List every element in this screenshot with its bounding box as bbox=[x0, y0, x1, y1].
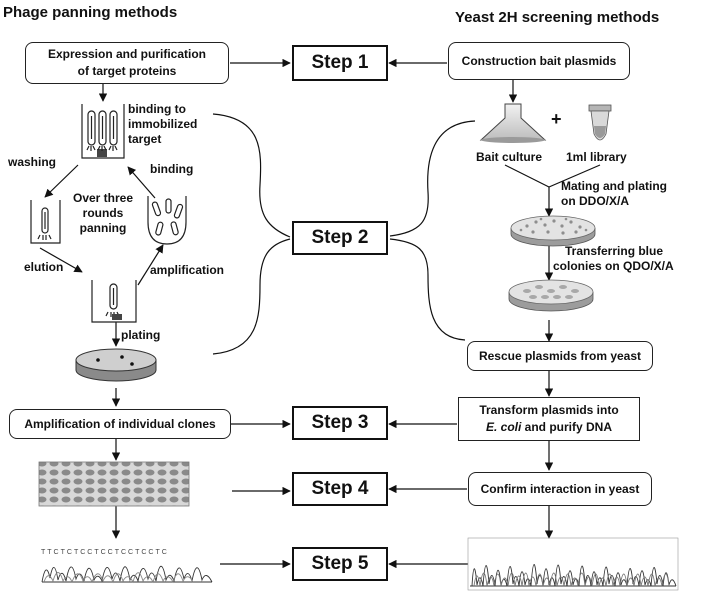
library-tube-icon bbox=[588, 104, 612, 141]
arrow-binding bbox=[127, 166, 156, 199]
elution-label: elution bbox=[24, 260, 64, 274]
bracket-right-top bbox=[389, 120, 476, 237]
amplification-flask-icon bbox=[147, 196, 187, 245]
arrow-washing bbox=[44, 164, 79, 198]
bait-culture-flask-icon bbox=[479, 103, 547, 143]
washing-label: washing bbox=[8, 155, 57, 169]
phage-petri-dish-icon bbox=[75, 348, 157, 382]
ecoli-text: E. coli bbox=[485, 420, 522, 434]
amplification-label: amplification bbox=[150, 263, 225, 277]
transform-rest-text: and purify DNA bbox=[521, 420, 612, 434]
plus-sign: + bbox=[551, 109, 562, 129]
ddo-petri-dish-icon bbox=[510, 215, 596, 247]
transform-plasmids-box: Transform plasmids into E. coli and puri… bbox=[458, 397, 640, 441]
amplify-clones-box: Amplification of individual clones bbox=[9, 409, 231, 439]
mating-line2: on DDO/X/A bbox=[561, 194, 629, 208]
phage-gel-image bbox=[38, 461, 190, 507]
rounds-line1: Over three bbox=[73, 191, 134, 205]
binding-immobilized-line1: binding to bbox=[128, 102, 186, 116]
transform-line2: E. coli and purify DNA bbox=[479, 419, 618, 436]
arrow-amplification bbox=[137, 244, 164, 286]
plating-label: plating bbox=[121, 328, 161, 342]
transfer-line2: colonies on QDO/X/A bbox=[553, 259, 674, 273]
collection-beaker-icon bbox=[91, 280, 137, 323]
bracket-left-top bbox=[212, 113, 291, 238]
transform-line1: Transform plasmids into bbox=[479, 403, 619, 417]
binding-immobilized-line3: target bbox=[128, 132, 162, 146]
sequence-letters: TTCTCTCCTCCTCCTCCTC bbox=[41, 549, 169, 556]
phage-sequencing-trace bbox=[41, 565, 213, 584]
bracket-right-bottom bbox=[389, 238, 466, 341]
step2-box: Step 2 bbox=[292, 221, 388, 255]
yeast-sequencing-trace bbox=[467, 537, 679, 591]
flow-arrows bbox=[39, 58, 601, 569]
binding-immobilized-label: binding to immobilized target bbox=[128, 102, 197, 147]
merge-line-bait bbox=[504, 164, 550, 188]
arrow-elution bbox=[39, 247, 83, 273]
transfer-line1: Transferring blue bbox=[565, 244, 664, 258]
qdo-petri-dish-icon bbox=[508, 279, 594, 312]
mating-line1: Mating and plating bbox=[561, 179, 667, 193]
step3-box: Step 3 bbox=[292, 406, 388, 440]
expression-line1: Expression and purification bbox=[47, 47, 207, 61]
construction-bait-box: Construction bait plasmids bbox=[448, 42, 630, 80]
rounds-line3: panning bbox=[79, 221, 127, 235]
transfer-colonies-label: Transferring blue colonies on QDO/X/A bbox=[553, 244, 674, 274]
binding-immobilized-line2: immobilized bbox=[128, 117, 198, 131]
bracket-left-bottom bbox=[212, 238, 291, 355]
panning-beaker-icon bbox=[81, 104, 125, 159]
mating-plating-label: Mating and plating on DDO/X/A bbox=[561, 179, 667, 209]
step2-brackets bbox=[212, 113, 476, 355]
yeast-column-header: Yeast 2H screening methods bbox=[455, 9, 660, 26]
step5-box: Step 5 bbox=[292, 547, 388, 581]
confirm-interaction-box: Confirm interaction in yeast bbox=[468, 472, 652, 506]
rounds-line2: rounds bbox=[82, 206, 124, 220]
expression-purification-box: Expression and purification of target pr… bbox=[25, 42, 229, 84]
phage-column-header: Phage panning methods bbox=[3, 4, 178, 21]
binding-label: binding bbox=[150, 162, 194, 176]
rounds-panning-label: Over three rounds panning bbox=[73, 191, 133, 236]
rescue-plasmids-box: Rescue plasmids from yeast bbox=[467, 341, 653, 371]
step1-box: Step 1 bbox=[292, 45, 388, 81]
step4-box: Step 4 bbox=[292, 472, 388, 506]
expression-line2: of target proteins bbox=[77, 64, 177, 78]
merge-line-library bbox=[548, 164, 601, 188]
elution-beaker-icon bbox=[30, 200, 61, 244]
library-label: 1ml library bbox=[566, 150, 627, 164]
bait-culture-label: Bait culture bbox=[476, 150, 543, 164]
